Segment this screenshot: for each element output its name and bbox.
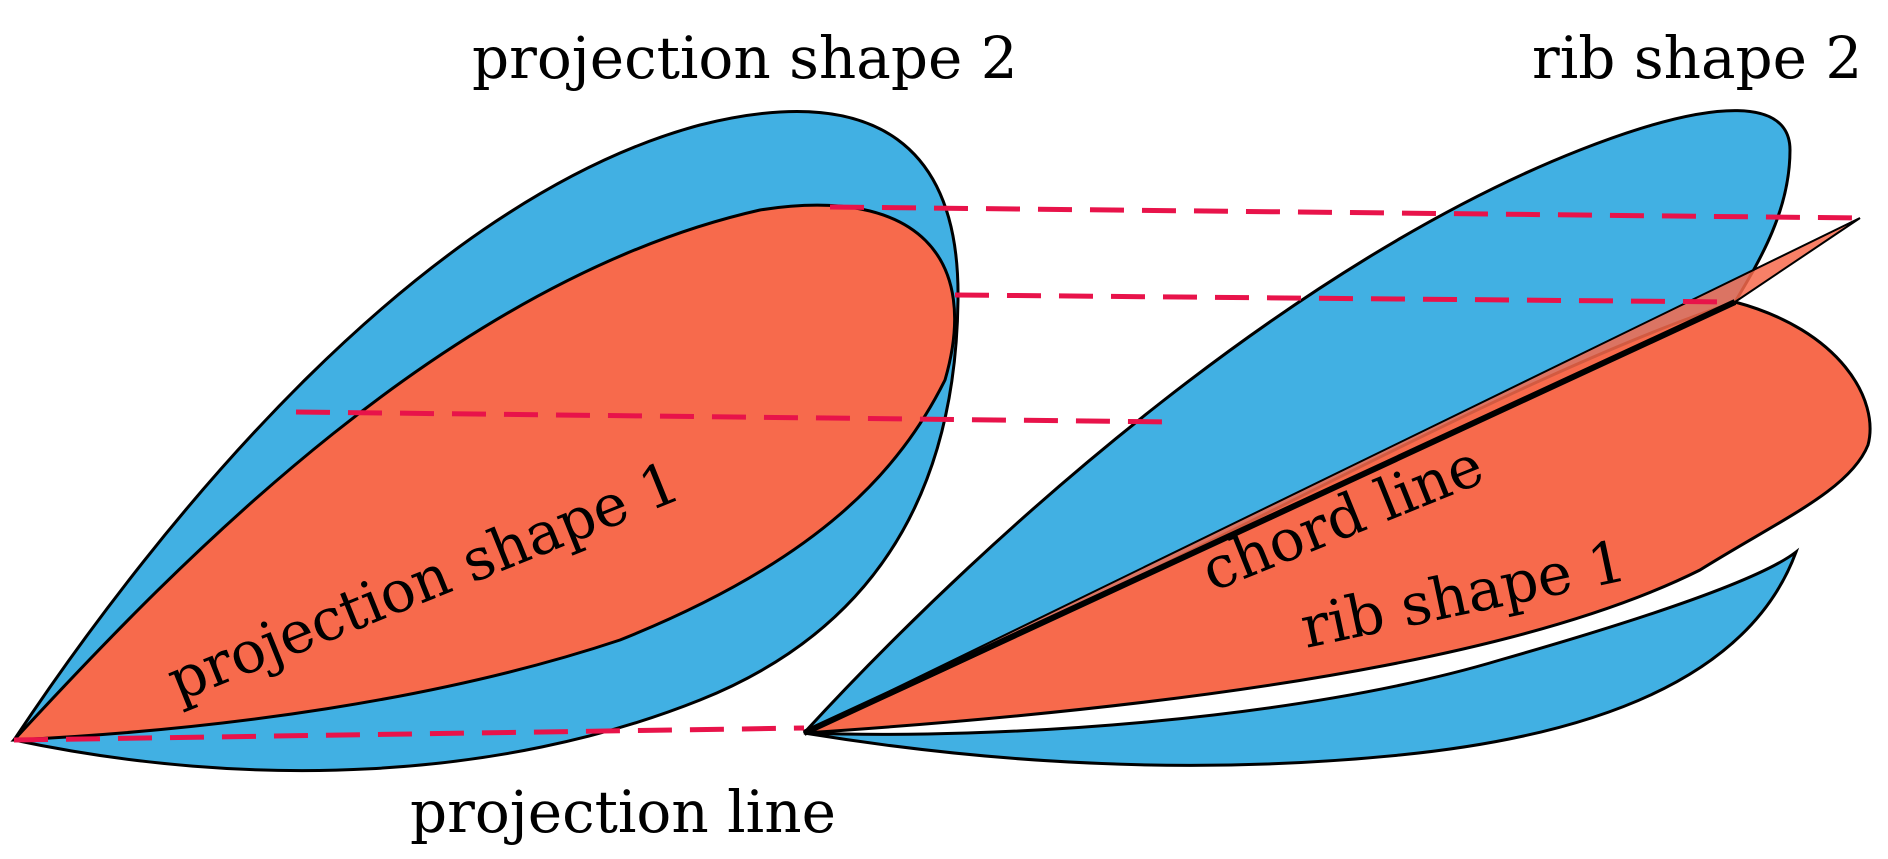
label-projection-shape-2: projection shape 2 [472, 24, 1018, 92]
projection-group [10, 110, 960, 773]
projection-dashes [13, 204, 1861, 743]
label-rib-shape-2: rib shape 2 [1532, 24, 1862, 92]
projection-dash-middle [295, 409, 1176, 425]
label-projection-line: projection line [410, 778, 836, 846]
projection-dash-line [13, 725, 805, 743]
projection-dash-upper [954, 292, 1736, 305]
projection-dash-top [829, 204, 1861, 221]
chord-line [802, 299, 1737, 736]
rib-group [802, 109, 1872, 767]
rib-shape-2-lower [803, 547, 1800, 767]
